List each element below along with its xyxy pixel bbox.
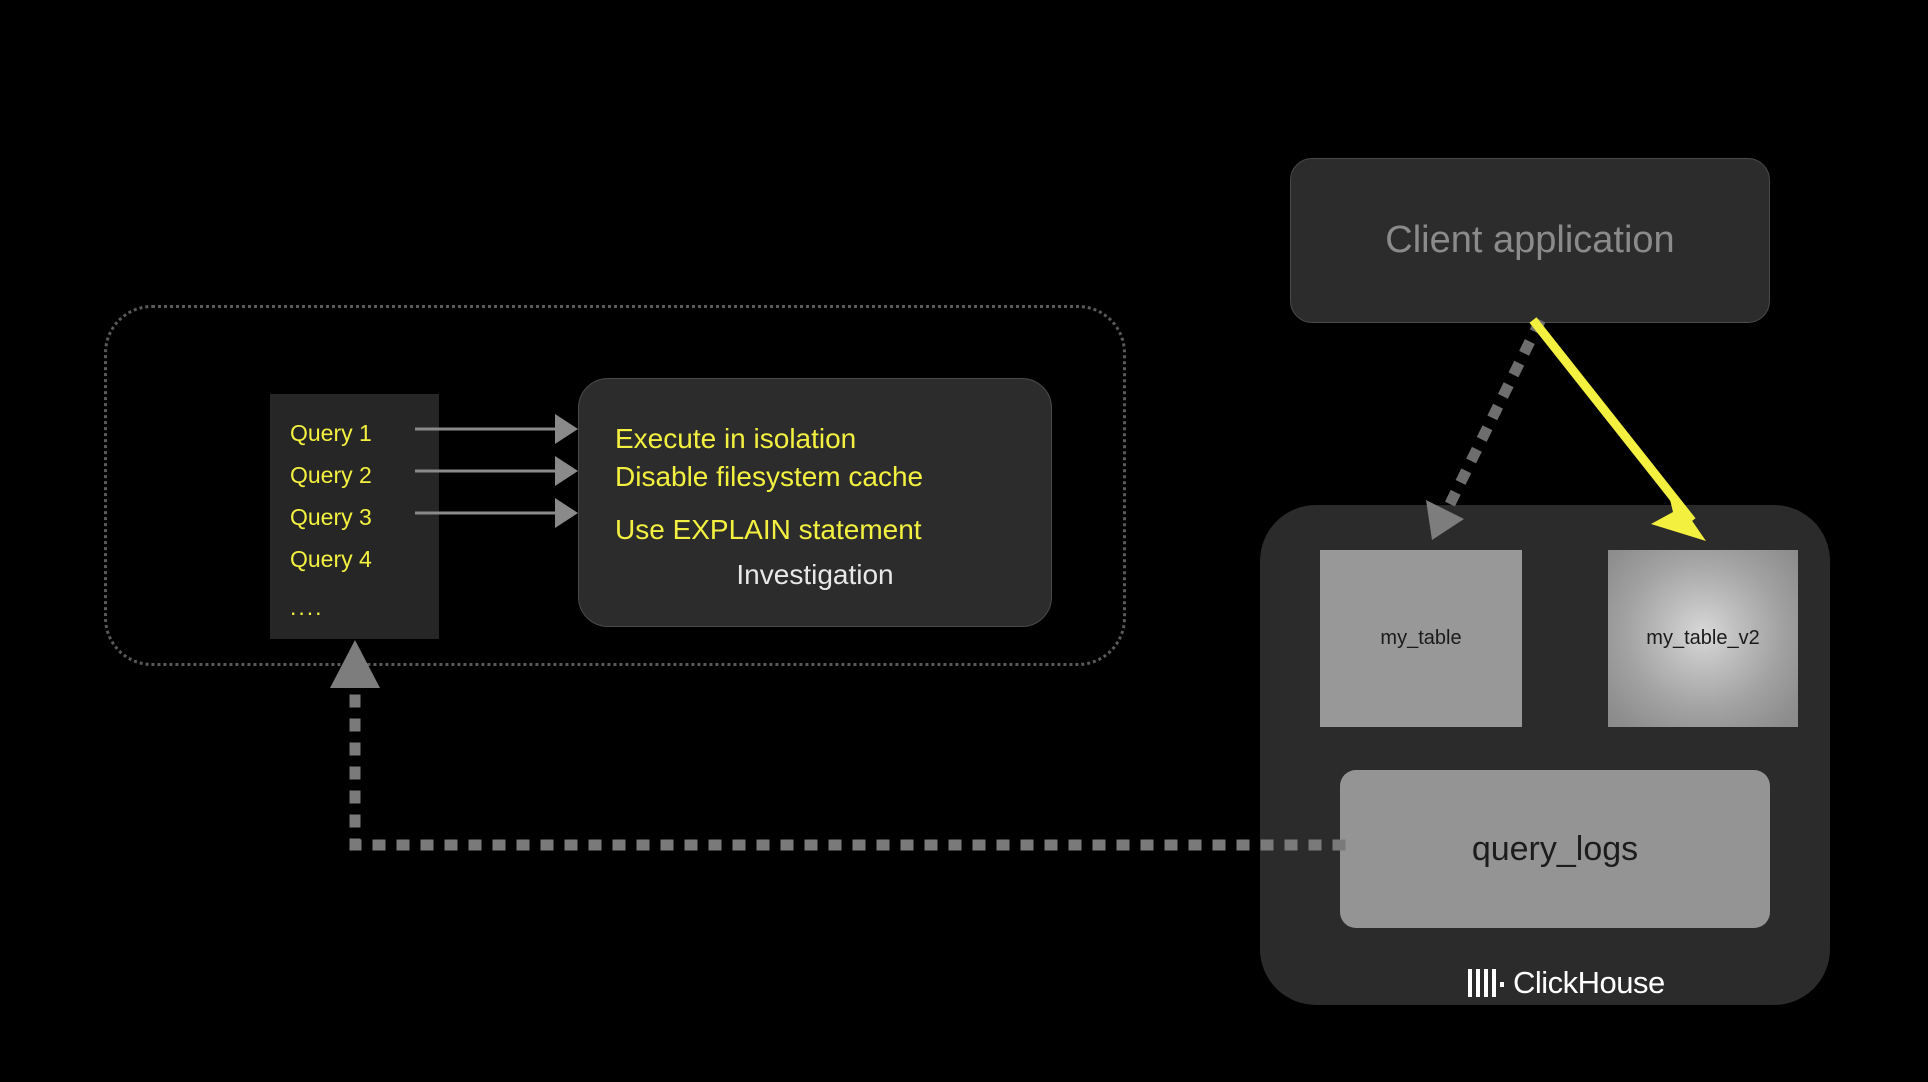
clickhouse-bar-2 <box>1476 969 1480 997</box>
query-logs-label: query_logs <box>1471 829 1639 868</box>
clickhouse-logo: ClickHouse <box>1468 965 1665 1000</box>
client-to-my-table-v2-line <box>1529 317 1696 524</box>
clickhouse-bar-1 <box>1468 969 1472 997</box>
query-logs-to-query-list-arrow <box>330 640 1346 851</box>
query-list-box: Query 1 Query 2 Query 3 Query 4 .... <box>270 394 439 639</box>
table-my-table-label: my_table <box>1380 627 1462 649</box>
client-application-label: Client application <box>1385 219 1675 261</box>
query-list-item-3[interactable]: Query 3 <box>290 504 372 530</box>
investigation-panel-title: Investigation <box>736 559 894 590</box>
query-logs-box[interactable]: query_logs <box>1340 770 1770 928</box>
investigation-panel: Execute in isolation Disable filesystem … <box>578 378 1052 627</box>
clickhouse-bars-icon <box>1468 969 1504 997</box>
investigation-step-1: Execute in isolation <box>615 423 857 454</box>
table-my-table[interactable]: my_table <box>1320 550 1522 727</box>
query-list-item-1[interactable]: Query 1 <box>290 420 372 446</box>
table-my-table-v2[interactable]: my_table_v2 <box>1608 550 1798 727</box>
investigation-step-2: Disable filesystem cache <box>615 461 924 492</box>
query-logs-to-query-list-dotted-path <box>349 666 1346 851</box>
client-application-box: Client application <box>1290 158 1770 323</box>
query-list-ellipsis: .... <box>290 594 324 620</box>
client-to-my-table-dotted-line <box>1439 317 1546 518</box>
clickhouse-bar-3 <box>1484 969 1488 997</box>
investigation-step-3: Use EXPLAIN statement <box>615 514 922 545</box>
table-my-table-v2-label: my_table_v2 <box>1646 627 1760 649</box>
clickhouse-logo-text: ClickHouse <box>1513 965 1665 1000</box>
clickhouse-dot <box>1500 982 1504 987</box>
query-list-item-2[interactable]: Query 2 <box>290 462 372 488</box>
clickhouse-bar-4 <box>1492 969 1496 997</box>
query-list-item-4[interactable]: Query 4 <box>290 546 372 572</box>
investigation-region-boundary <box>104 305 1126 666</box>
